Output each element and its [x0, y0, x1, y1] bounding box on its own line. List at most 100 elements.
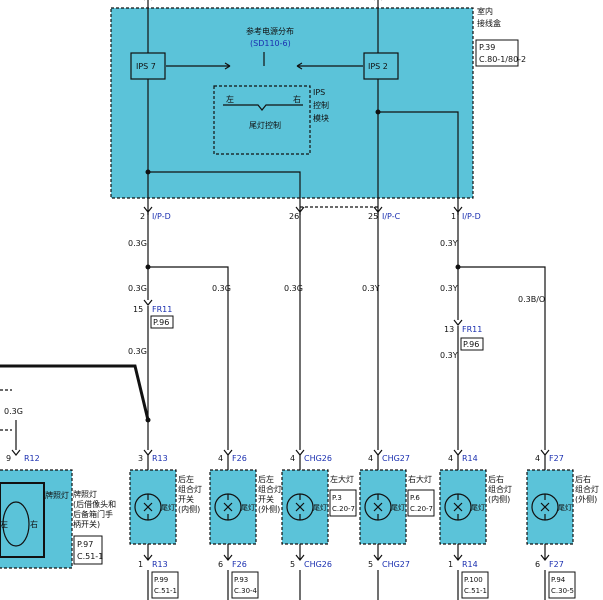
- lamp-box: [526, 469, 574, 545]
- lamp-conn-top: CHG27: [382, 454, 410, 463]
- license-lamp-title: 牌照灯: [45, 490, 69, 500]
- lamp-conn-top: R14: [462, 454, 478, 463]
- license-lamp-right: 右: [30, 519, 38, 529]
- lamp-ref-box: [548, 571, 576, 599]
- lamp-filament: [373, 494, 383, 520]
- license-lamp-desc-2: 后备箱门手: [73, 509, 113, 519]
- wire-label: 0.3Y: [362, 284, 380, 293]
- lamp-conn-bottom: R14: [462, 560, 478, 569]
- lamp-top-arrow: [143, 449, 153, 456]
- lamp-desc: 后左: [258, 474, 274, 484]
- pin-name: I/P-D: [462, 212, 481, 221]
- lamp-bottom-arrow: [373, 554, 383, 561]
- lamp-top-arrow: [373, 449, 383, 456]
- lamp-top-arrow: [540, 449, 550, 456]
- lamp-conn-top: F27: [549, 454, 564, 463]
- ips-ctrl-label-1: IPS: [313, 88, 325, 97]
- lamp-ref-2: C.30-4: [234, 587, 258, 595]
- junction-dot: [145, 169, 151, 175]
- junction-box-ref-box: [475, 39, 519, 67]
- lamp-ref-2: C.20-7: [410, 505, 433, 513]
- ctrl-brace: [223, 104, 303, 111]
- ips-7-arrow: [166, 62, 231, 70]
- ips-control-module: [213, 85, 311, 155]
- lamp-ref-box: [407, 489, 435, 517]
- lamp-ref-1: P.3: [332, 494, 342, 502]
- lamp-desc: 组合灯: [178, 484, 202, 494]
- pin-num: 26: [289, 212, 299, 221]
- wire-label: 0.3Y: [440, 284, 458, 293]
- lamp-filament: [143, 494, 153, 520]
- lamp-ref-box: [231, 571, 259, 599]
- lamp-label: 尾灯: [313, 503, 327, 512]
- lamp-desc: 后右: [488, 474, 504, 484]
- pin-num: 1: [451, 212, 456, 221]
- wire-label: 0.3Y: [440, 351, 458, 360]
- lamp-pin-top: 4: [448, 454, 453, 463]
- ips-2-label: IPS 2: [368, 62, 388, 71]
- ctrl-right-label: 右: [293, 94, 301, 104]
- lamp-conn-bottom: F26: [232, 560, 247, 569]
- lamp-conn-bottom: CHG26: [304, 560, 332, 569]
- lamp-desc: (内侧): [488, 494, 510, 504]
- fr11-right-name: FR11: [462, 325, 482, 334]
- ips-ctrl-label-2: 控制: [313, 100, 329, 110]
- power-dist-ref: (SD110-6): [250, 39, 291, 48]
- lamp-filament: [295, 494, 305, 520]
- ctrl-label: 尾灯控制: [249, 120, 281, 130]
- wire-label: 0.3Y: [440, 239, 458, 248]
- fr11-left-ref: P.96: [153, 318, 169, 327]
- lamp-conn-bottom: R13: [152, 560, 168, 569]
- lamp-pin-bottom: 5: [368, 560, 373, 569]
- license-lamp-left: 左: [0, 519, 8, 529]
- ips-2-branch: [378, 111, 459, 215]
- lamp-pin-top: 3: [138, 454, 143, 463]
- ips-2-arrow: [296, 62, 363, 70]
- license-lamp-conn: R12: [24, 454, 40, 463]
- wire-col2: [148, 266, 229, 450]
- lamp-desc: 左大灯: [330, 474, 354, 484]
- junction-box-ref-2: C.80-1/80-2: [479, 55, 526, 64]
- license-lamp-bulb: [2, 501, 30, 547]
- wire-left-stub: [0, 389, 12, 431]
- lamp-ref-2: C.51-1: [464, 587, 487, 595]
- lamp-desc: 开关: [178, 494, 194, 504]
- wire-label: 0.3G: [212, 284, 231, 293]
- box-pins: 2 I/P-D 26 25 I/P-C 1 I/P-D: [140, 206, 481, 221]
- lamp-pin-bottom: 6: [218, 560, 223, 569]
- junction-box: 室内 接线盒 P.39 C.80-1/80-2 参考电源分布 (SD110-6)…: [110, 0, 526, 215]
- lamp-top-arrow: [295, 449, 305, 456]
- license-lamp-frame: [0, 482, 45, 558]
- lamp-pin-bottom: 6: [535, 560, 540, 569]
- fr11-left-pin: 15: [133, 305, 143, 314]
- junction-dot: [375, 109, 381, 115]
- ctrl-left-label: 左: [226, 94, 234, 104]
- lamp-desc: (外侧): [575, 494, 597, 504]
- lamp-desc: (外侧): [258, 504, 280, 514]
- lamp-label: 尾灯: [391, 503, 405, 512]
- lamp-desc: 后右: [575, 474, 591, 484]
- lamp-box: [439, 469, 487, 545]
- lamp-desc: (内侧): [178, 504, 200, 514]
- lamp-ref-1: P.93: [234, 576, 248, 584]
- lamp-desc: 组合灯: [575, 484, 599, 494]
- lamp-conn-top: CHG26: [304, 454, 332, 463]
- junction-box-title-2: 接线盒: [477, 18, 501, 28]
- lamp-conn-bottom: CHG27: [382, 560, 410, 569]
- fr11-left-ref-box: [150, 315, 174, 329]
- license-lamp-pin: 9: [6, 454, 11, 463]
- lamp-pin-top: 4: [535, 454, 540, 463]
- lamp-filament: [540, 494, 550, 520]
- junction-box-title-1: 室内: [477, 6, 493, 16]
- license-lamp-ref-box: [73, 535, 103, 565]
- wire-label: 0.3G: [4, 407, 23, 416]
- fr11-left-name: FR11: [152, 305, 172, 314]
